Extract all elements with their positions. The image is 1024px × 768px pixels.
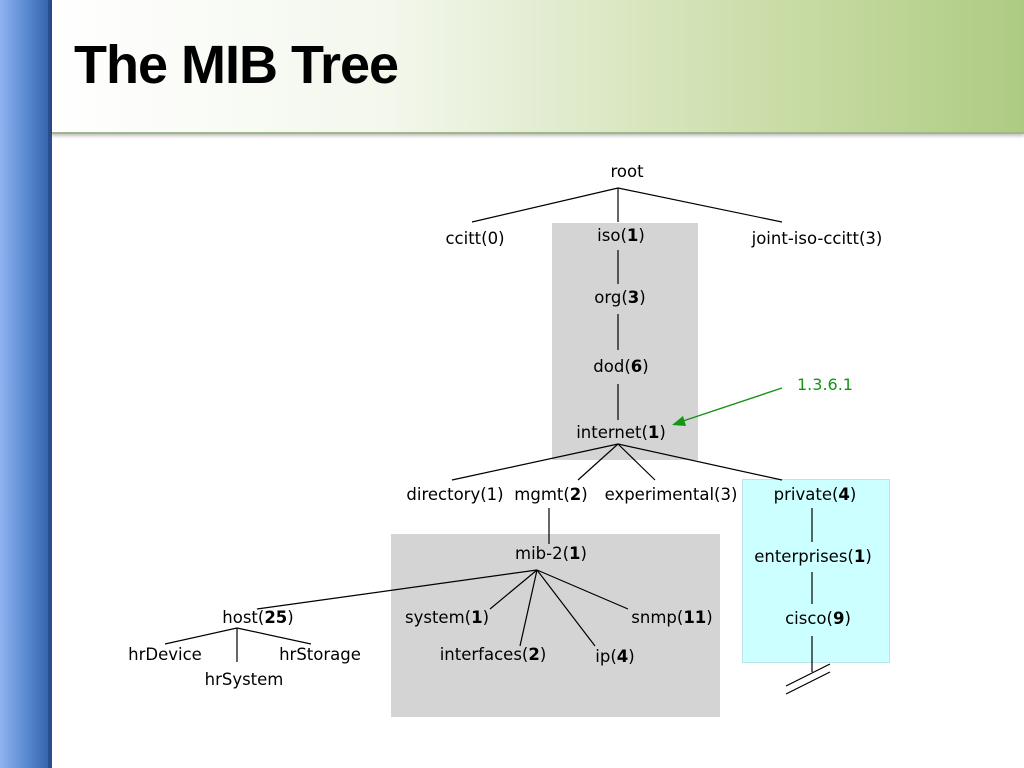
- node-system: system(1): [404, 608, 490, 627]
- edge-mib2-snmp: [536, 569, 629, 610]
- node-root: root: [610, 162, 644, 181]
- edge-mib2-ip: [536, 569, 596, 647]
- edge-mib2-system: [489, 569, 538, 610]
- node-org: org(3): [594, 288, 646, 307]
- node-ip: ip(4): [595, 647, 635, 666]
- edge-mib2-interfaces: [519, 569, 538, 647]
- oid-arrow-line: [679, 387, 783, 423]
- node-cisco: cisco(9): [785, 609, 851, 628]
- edge-internet-experimental: [617, 443, 656, 481]
- node-dod: dod(6): [593, 357, 649, 376]
- edge-internet-mgmt: [577, 443, 619, 481]
- oid-label: 1.3.6.1: [797, 375, 853, 394]
- node-host: host(25): [222, 608, 294, 627]
- slide-title: The MIB Tree: [74, 35, 399, 95]
- node-iso: iso(1): [597, 226, 645, 245]
- node-mib-2: mib-2(1): [515, 544, 587, 563]
- node-mgmt: mgmt(2): [514, 485, 588, 504]
- node-interfaces: interfaces(2): [439, 645, 547, 664]
- edge-internet-directory: [451, 443, 619, 481]
- mib2-box: [391, 534, 720, 717]
- edge-host-hrdevice: [164, 627, 238, 645]
- title-banner: The MIB Tree: [52, 0, 1024, 134]
- edge-root-ccitt: [471, 187, 619, 223]
- node-hrdevice: hrDevice: [128, 645, 202, 664]
- edge-root-joint: [617, 187, 783, 223]
- internet-path-box: [552, 223, 698, 460]
- node-enterprises: enterprises(1): [754, 547, 872, 566]
- left-accent-bar: [0, 0, 52, 768]
- node-hrsystem: hrSystem: [204, 670, 284, 689]
- node-directory: directory(1): [406, 485, 504, 504]
- node-joint-iso-ccitt: joint-iso-ccitt(3): [751, 229, 883, 248]
- break-mark-2: [785, 671, 831, 695]
- node-experimental: experimental(3): [604, 485, 738, 504]
- node-internet: internet(1): [576, 423, 666, 442]
- oid-arrow-head: [672, 416, 686, 426]
- node-hrstorage: hrStorage: [279, 645, 361, 664]
- edge-internet-private: [617, 443, 783, 481]
- private-box: [742, 479, 890, 663]
- node-ccitt: ccitt(0): [445, 229, 505, 248]
- break-mark-1: [785, 663, 831, 687]
- edge-host-hrstorage: [236, 627, 312, 645]
- node-snmp: snmp(11): [631, 608, 713, 627]
- edge-mib2-host: [256, 569, 538, 610]
- node-private: private(4): [773, 485, 857, 504]
